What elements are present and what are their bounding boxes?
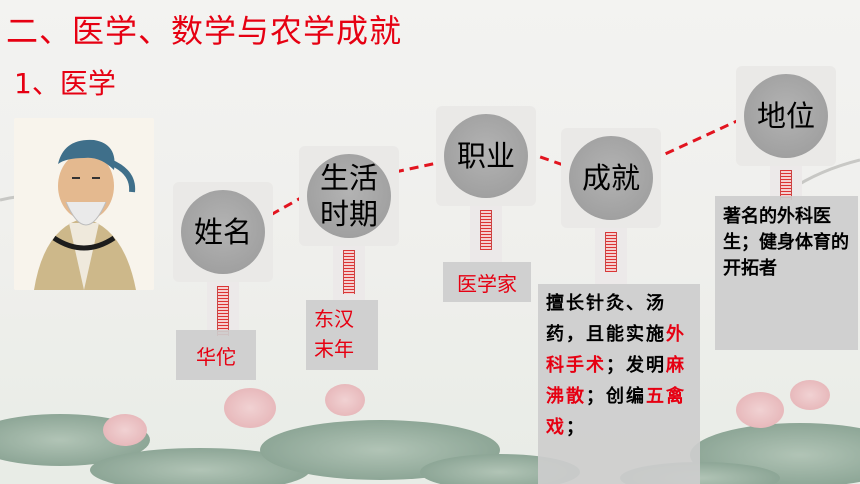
answer-achievement: 擅长针灸、汤药，且能实施外科手术；发明麻沸散；创编五禽戏； <box>538 284 700 484</box>
answer-name: 华佗 <box>176 330 256 380</box>
achievement-text: 擅长针灸、汤药，且能实施 <box>546 293 666 345</box>
lens-disc-icon <box>444 114 528 198</box>
node-label: 地位 <box>756 99 815 133</box>
magnifier-handle-icon <box>595 228 627 288</box>
achievement-text: ；发明 <box>606 355 666 376</box>
slide-title: 二、医学、数学与农学成就 <box>6 12 403 50</box>
node-label: 姓名 <box>193 215 252 249</box>
node-label: 生活 时期 <box>319 161 378 231</box>
lens-disc-icon <box>744 74 828 158</box>
node-label: 成就 <box>581 161 640 195</box>
answer-period: 东汉 末年 <box>306 300 378 370</box>
achievement-text: ；创编 <box>586 386 646 407</box>
lens-disc-icon <box>181 190 265 274</box>
lens-disc-icon <box>569 136 653 220</box>
node-label: 职业 <box>456 139 515 173</box>
section-heading: 1、医学 <box>14 67 116 100</box>
magnifier-handle-icon <box>470 206 502 266</box>
achievement-highlight: 外科手术 <box>546 324 686 376</box>
achievement-highlight: 五禽戏 <box>546 386 686 438</box>
achievement-highlight: 麻沸散 <box>546 355 686 407</box>
magnifier-handle-icon <box>333 246 365 310</box>
portrait-image <box>14 118 154 290</box>
lens-disc-icon <box>307 154 391 238</box>
hua-tuo-portrait-icon <box>14 118 154 290</box>
answer-profession: 医学家 <box>443 262 531 302</box>
achievement-text: ； <box>566 417 586 438</box>
answer-status: 著名的外科医生；健身体育的开拓者 <box>715 196 858 350</box>
